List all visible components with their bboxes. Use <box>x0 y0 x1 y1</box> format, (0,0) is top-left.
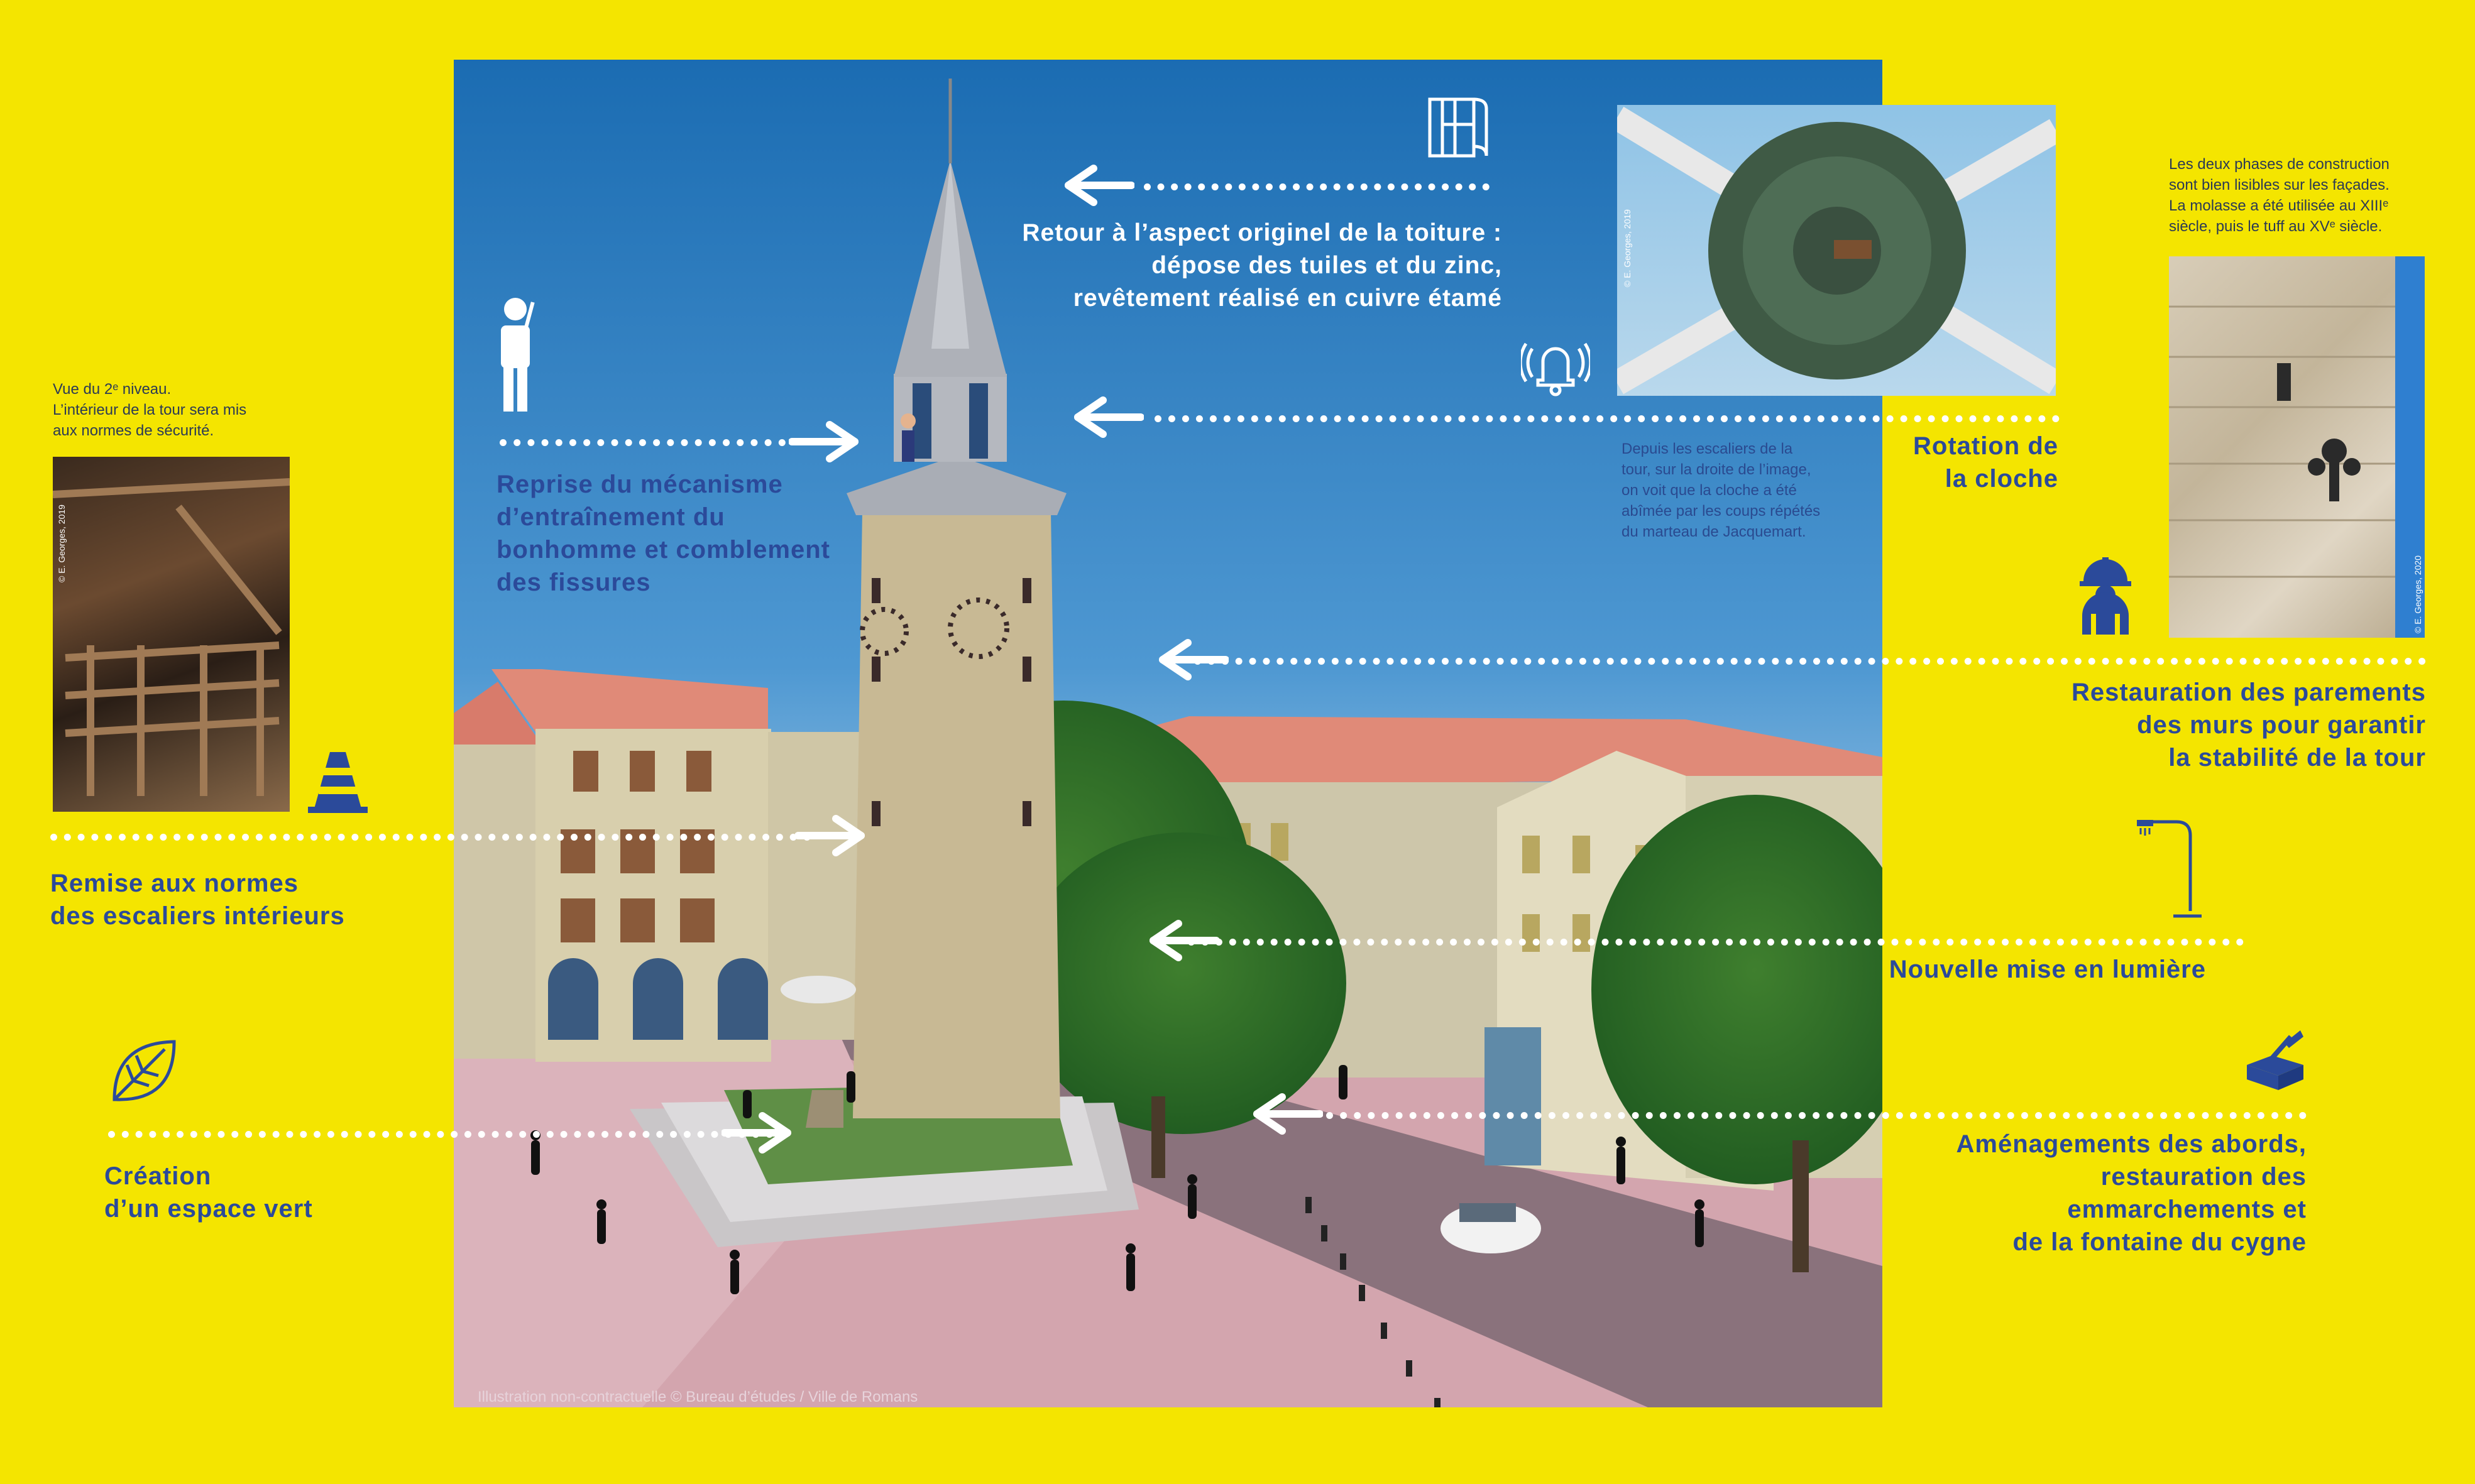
parements-leader-line <box>1194 658 2426 665</box>
street-lamp-icon <box>2137 820 2202 918</box>
parements-label: Restauration des parements des murs pour… <box>2043 676 2426 774</box>
illustration-credit: Illustration non-contractuelle © Bureau … <box>478 1389 918 1405</box>
parements-caption-line: La molasse a été utilisée au XIIIᵉ <box>2169 197 2389 214</box>
escaliers-caption-line: Vue du 2ᵉ niveau. <box>53 381 172 398</box>
toiture-label-line: dépose des tuiles et du zinc, <box>1151 252 1502 279</box>
lumiere-label: Nouvelle mise en lumière <box>1885 953 2206 986</box>
wall-stone-photo: © E. Georges, 2020 <box>2169 256 2425 638</box>
interior-photo-credit: © E. Georges, 2019 <box>57 505 67 582</box>
cloche-label-line: Rotation de <box>1913 432 2058 460</box>
escaliers-label: Remise aux normes des escaliers intérieu… <box>50 867 402 932</box>
abords-leader-line <box>1326 1112 2307 1119</box>
cloche-caption-line: Depuis les escaliers de la <box>1622 440 1793 457</box>
parements-label-line: la stabilité de la tour <box>2168 744 2426 772</box>
cloche-caption-line: tour, sur la droite de l’image, <box>1622 461 1811 478</box>
toiture-label-line: Retour à l’aspect originel de la toiture… <box>1022 219 1502 246</box>
parements-caption-line: siècle, puis le tuff au XVᵉ siècle. <box>2169 218 2383 235</box>
parements-arrow <box>1159 639 1229 680</box>
escaliers-label-line: des escaliers intérieurs <box>50 902 345 930</box>
interior-stair-photo: © E. Georges, 2019 <box>53 457 290 812</box>
trowel-brick-icon <box>2247 1030 2303 1090</box>
lumiere-leader-line <box>1188 939 2244 946</box>
leaf-icon <box>112 1040 176 1101</box>
espace-vert-leader-line <box>108 1131 787 1138</box>
espace-vert-label: Création d’un espace vert <box>104 1160 368 1225</box>
mecanisme-label-line: des fissures <box>497 569 651 596</box>
cloche-arrow <box>1074 396 1144 438</box>
bell-photo: © E. Georges, 2019 <box>1617 105 2056 396</box>
mecanisme-label-line: d’entraînement du <box>497 503 725 531</box>
abords-arrow <box>1253 1093 1323 1135</box>
parements-caption-line: Les deux phases de construction <box>2169 156 2390 173</box>
parements-caption-line: sont bien lisibles sur les façades. <box>2169 177 2390 194</box>
parements-caption: Les deux phases de construction sont bie… <box>2169 154 2390 237</box>
interior-stair-drawing <box>53 478 290 796</box>
cloche-caption-line: du marteau de Jacquemart. <box>1622 523 1806 540</box>
traffic-cone-icon <box>308 752 368 813</box>
toiture-label-line: revêtement réalisé en cuivre étamé <box>1073 285 1502 312</box>
escaliers-caption-line: L’intérieur de la tour sera mis <box>53 401 247 418</box>
cloche-label: Rotation de la cloche <box>1873 430 2058 495</box>
toiture-label: Retour à l’aspect originel de la toiture… <box>1006 217 1502 315</box>
abords-label-line: Aménagements des abords, <box>1956 1130 2307 1158</box>
lumiere-arrow <box>1150 920 1219 961</box>
mecanisme-leader-line <box>500 439 786 446</box>
bell-drawing <box>1617 106 2056 395</box>
mecanisme-label: Reprise du mécanisme d’entraînement du b… <box>497 468 861 599</box>
espace-vert-label-line: Création <box>104 1162 212 1190</box>
escaliers-leader-line <box>50 834 811 841</box>
escaliers-arrow <box>795 815 865 856</box>
parements-label-line: Restauration des parements <box>2072 679 2426 706</box>
cloche-leader-line <box>1155 415 2060 422</box>
abords-label-line: de la fontaine du cygne <box>2012 1228 2307 1256</box>
escaliers-caption: Vue du 2ᵉ niveau. L’intérieur de la tour… <box>53 379 246 441</box>
toiture-arrow <box>1065 165 1134 206</box>
mecanisme-label-line: Reprise du mécanisme <box>497 471 783 498</box>
escaliers-caption-line: aux normes de sécurité. <box>53 422 214 439</box>
roll-plan-icon <box>1428 97 1488 158</box>
cloche-caption: Depuis les escaliers de la tour, sur la … <box>1622 439 1820 542</box>
cloche-caption-line: abîmée par les coups répétés <box>1622 503 1821 520</box>
mecanisme-arrow <box>789 421 859 462</box>
mecanisme-label-line: bonhomme et comblement <box>497 536 830 564</box>
worker-helmet-icon <box>2080 557 2131 635</box>
wall-photo-credit: © E. Georges, 2020 <box>2413 555 2423 633</box>
abords-label-line: restauration des <box>2100 1163 2307 1191</box>
abords-label: Aménagements des abords, restauration de… <box>1929 1128 2307 1258</box>
cloche-label-line: la cloche <box>1945 465 2058 493</box>
toiture-leader-line <box>1144 183 1490 190</box>
espace-vert-arrow <box>722 1112 791 1154</box>
person-icon <box>501 298 535 412</box>
espace-vert-label-line: d’un espace vert <box>104 1195 313 1223</box>
cloche-caption-line: on voit que la cloche a été <box>1622 482 1797 499</box>
escaliers-label-line: Remise aux normes <box>50 870 299 897</box>
wall-stone-drawing <box>2169 256 2425 638</box>
parements-label-line: des murs pour garantir <box>2137 711 2426 739</box>
bell-photo-credit: © E. Georges, 2019 <box>1622 209 1632 287</box>
abords-label-line: emmarchements et <box>2067 1196 2307 1223</box>
bell-ring-icon <box>1521 342 1590 396</box>
lumiere-label-line: Nouvelle mise en lumière <box>1889 956 2206 983</box>
